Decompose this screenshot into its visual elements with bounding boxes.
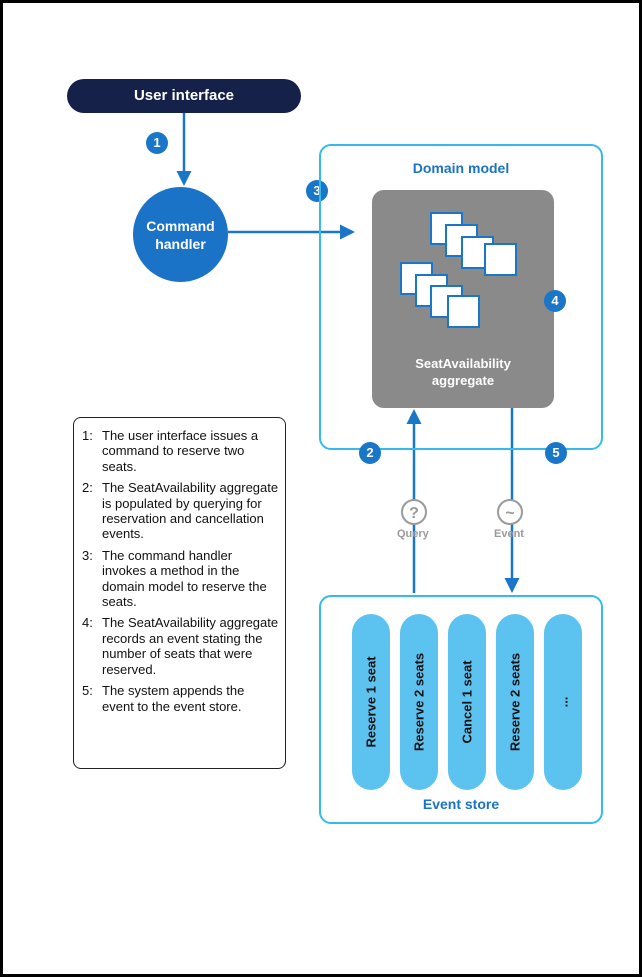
aggregate-label: SeatAvailability aggregate (372, 355, 554, 389)
legend-number: 3: (82, 547, 93, 563)
command-handler-label: Command handler (146, 217, 215, 252)
legend-text: The command handler invokes a method in … (102, 547, 267, 610)
event-store-box (319, 595, 603, 824)
legend-number: 2: (82, 480, 93, 496)
step-badge-4: 4 (544, 290, 566, 312)
command-handler-node: Command handler (133, 187, 228, 282)
legend-item: 5: The system appends the event to the ev… (82, 683, 279, 714)
legend-number: 1: (82, 428, 93, 443)
legend-text: The user interface issues a command to r… (102, 428, 259, 474)
event-column: Reserve 1 seat (352, 614, 390, 790)
event-store-title: Event store (422, 796, 500, 812)
legend-item: 1: The user interface issues a command to… (82, 428, 279, 474)
step-badge-3: 3 (306, 180, 328, 202)
step-badge-5: 5 (545, 442, 567, 464)
user-interface-node: User interface (67, 79, 301, 113)
event-label: Event (494, 528, 524, 540)
query-icon: ? (401, 499, 427, 525)
event-column: ... (544, 614, 582, 790)
query-label: Query (397, 528, 429, 540)
legend-number: 4: (82, 615, 93, 631)
legend-box: 1: The user interface issues a command to… (73, 417, 286, 769)
event-column-label: ... (555, 696, 571, 708)
domain-model-box (319, 144, 603, 450)
legend-item: 2: The SeatAvailability aggregate is popu… (82, 480, 279, 542)
event-column: Reserve 2 seats (400, 614, 438, 790)
legend-item: 4: The SeatAvailability aggregate records… (82, 615, 279, 677)
legend-item: 3: The command handler invokes a method i… (82, 548, 279, 610)
entity-square (447, 295, 480, 328)
event-icon: ~ (497, 499, 523, 525)
step-badge-1: 1 (146, 132, 168, 154)
legend-list: 1: The user interface issues a command to… (82, 428, 279, 714)
event-column-label: Reserve 2 seats (507, 652, 523, 752)
legend-text: The SeatAvailability aggregate is popula… (102, 480, 279, 542)
domain-model-title: Domain model (412, 160, 510, 176)
event-column-label: Reserve 1 seat (363, 656, 379, 748)
event-column: Cancel 1 seat (448, 614, 486, 790)
event-column-label: Cancel 1 seat (459, 660, 475, 744)
legend-number: 5: (82, 683, 93, 699)
event-column: Reserve 2 seats (496, 614, 534, 790)
legend-text: The system appends the event to the even… (102, 683, 245, 714)
legend-text: The SeatAvailability aggregate records a… (102, 615, 279, 677)
entity-square (484, 243, 517, 276)
event-column-label: Reserve 2 seats (411, 652, 427, 752)
step-badge-2: 2 (359, 442, 381, 464)
aggregate-label-text: SeatAvailability aggregate (415, 356, 511, 388)
